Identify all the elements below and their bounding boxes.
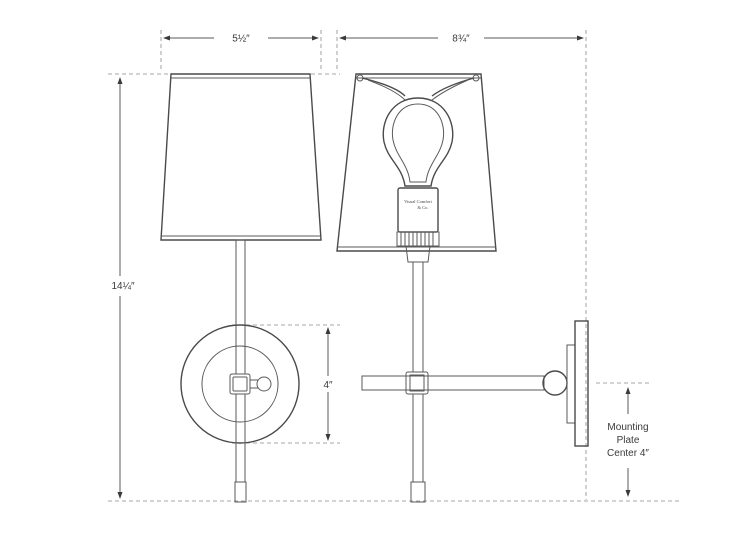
arm — [361, 375, 545, 391]
mounting-label-line-1: Mounting — [607, 422, 648, 433]
dimension-mounting-center: Mounting Plate Center 4″ — [607, 387, 649, 497]
dimension-extension: 8¾″ — [339, 34, 584, 45]
socket — [397, 187, 439, 233]
front-backplate — [180, 324, 300, 444]
arm-ball — [542, 370, 568, 396]
dimension-backplate: 4″ — [323, 327, 333, 441]
mounting-label-line-3: Center 4″ — [607, 448, 649, 459]
dimension-label-height: 14¼″ — [111, 280, 134, 292]
side-view: Visual Comfort & Co. — [336, 73, 589, 503]
front-finial — [234, 481, 247, 503]
side-finial — [410, 481, 426, 503]
side-shade — [336, 73, 497, 252]
bulb — [382, 97, 454, 187]
dimension-label-width: 5½″ — [232, 34, 250, 45]
mounting-label-line-2: Plate — [617, 435, 640, 446]
front-stem — [235, 239, 246, 375]
front-view — [160, 73, 322, 503]
socket-brand-text: Visual Comfort — [404, 199, 433, 204]
dimension-height: 14¼″ — [111, 77, 135, 499]
side-stem — [412, 261, 424, 373]
wall-plate — [574, 320, 589, 447]
dimension-shade-width: 5½″ — [163, 34, 319, 45]
extension-lines — [108, 30, 680, 502]
front-shade — [160, 73, 322, 241]
dimension-label-backplate: 4″ — [323, 380, 333, 391]
dimension-label-extension: 8¾″ — [452, 34, 470, 45]
socket-brand-sub: & Co. — [417, 205, 428, 210]
